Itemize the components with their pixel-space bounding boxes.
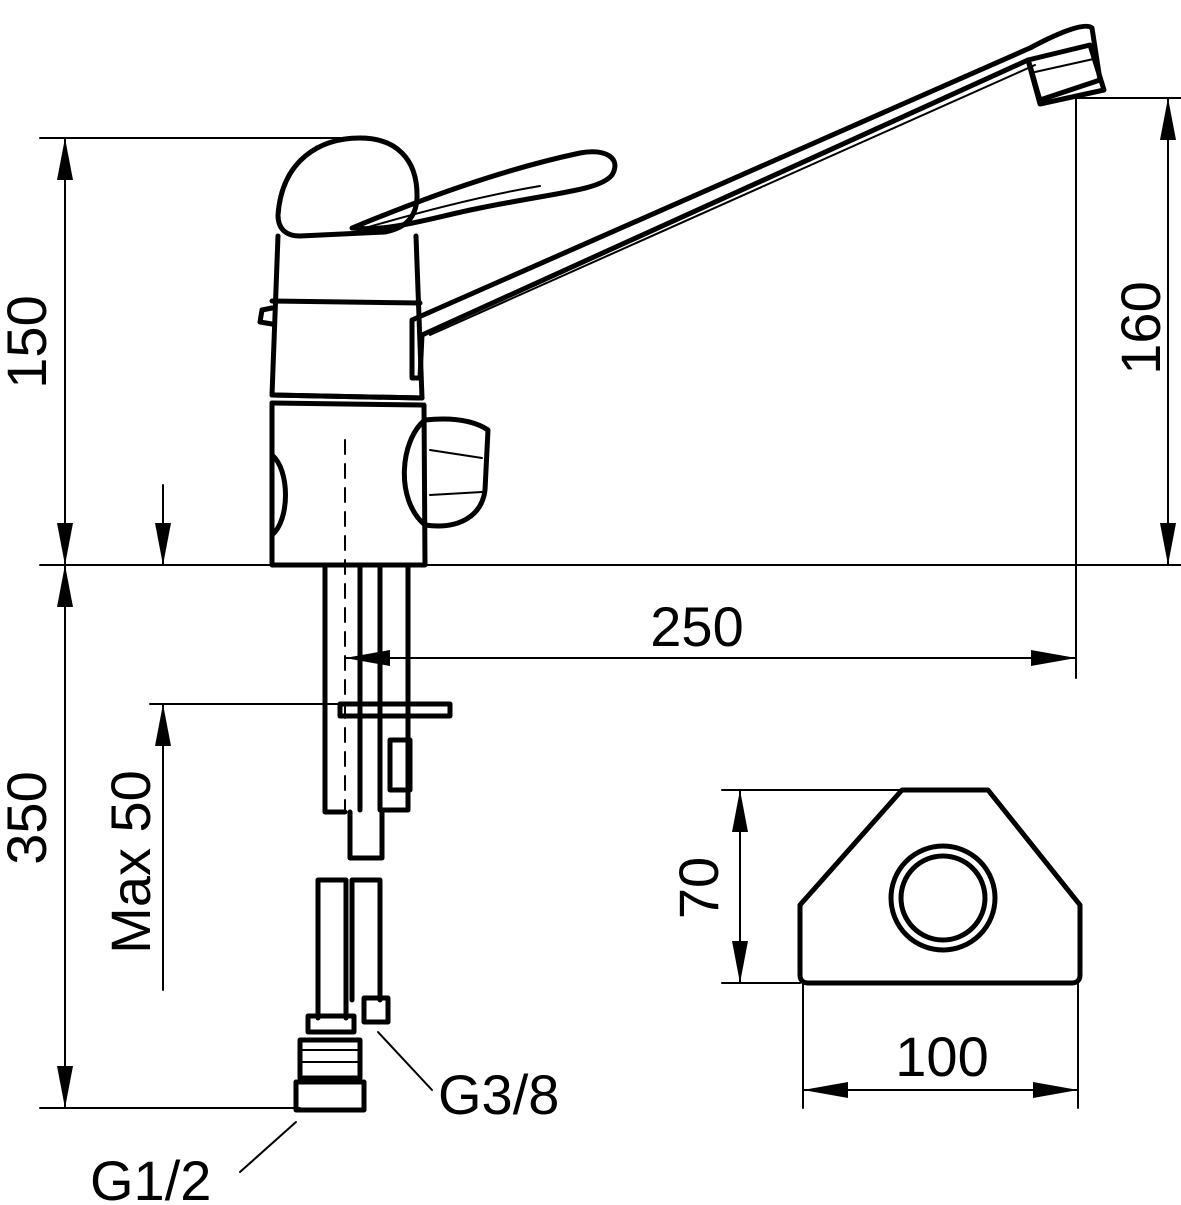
dimension-250: 250	[344, 595, 1077, 666]
dimension-100: 100	[802, 982, 1079, 1109]
label-g12: G1/2	[90, 1149, 211, 1205]
nut-g38	[361, 995, 391, 1025]
below-deck-assembly	[293, 562, 453, 1113]
nut-g12	[293, 1079, 367, 1113]
dimension-250-label: 250	[650, 595, 743, 658]
lower-body	[269, 400, 428, 568]
hose-large	[315, 877, 349, 1021]
dimension-70: 70	[667, 789, 903, 984]
base-plate-hole-outer	[888, 843, 998, 953]
dimension-70-label: 70	[667, 857, 730, 919]
lever-handle-cap	[275, 135, 420, 239]
dimension-100-label: 100	[895, 1025, 988, 1088]
dimension-150-label: 150	[0, 295, 58, 388]
dimension-150: 150	[0, 137, 346, 566]
leader-g12	[239, 1121, 297, 1173]
connection-labels: G3/8 G1/2	[90, 1031, 559, 1205]
base-plate-top-view	[797, 787, 1083, 986]
leader-g38	[377, 1031, 433, 1091]
side-knob	[401, 416, 491, 529]
dimension-max-50: Max 50	[99, 484, 341, 991]
base-plate-outline	[797, 787, 1083, 986]
lever-arm	[349, 149, 618, 232]
dimension-160-label: 160	[1109, 281, 1172, 374]
dimension-350-label: 350	[0, 771, 58, 864]
hose-small	[349, 877, 383, 1003]
base-plate-hole-inner	[898, 853, 988, 943]
faucet-side-view	[257, 23, 1107, 811]
aerator	[1025, 42, 1107, 107]
mounting-plate	[337, 701, 453, 719]
upper-body	[269, 233, 425, 401]
dimension-160: 160	[1075, 97, 1181, 679]
dimension-350: 350	[0, 564, 301, 1109]
label-g38: G3/8	[438, 1063, 559, 1126]
dimension-max-50-label: Max 50	[99, 770, 162, 954]
